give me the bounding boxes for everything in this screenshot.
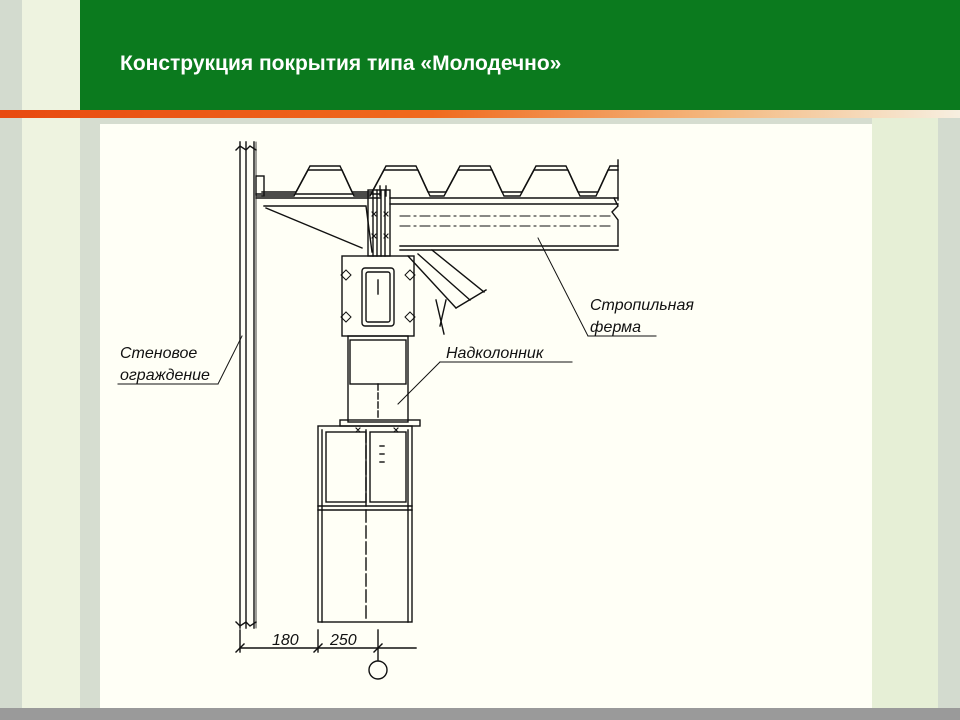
roof-structure-drawing: Стеновое ограждение Стропильная ферма На… [117, 141, 694, 680]
wall-label-line1: Стеновое [120, 345, 197, 362]
accent-bar [0, 110, 960, 118]
wall-label-line2: ограждение [120, 367, 210, 384]
left-pale-stripe [22, 0, 80, 720]
truss-label-line1: Стропильная [590, 297, 694, 314]
dimension-lines [235, 629, 417, 680]
column-head-label: Надколонник [446, 345, 545, 362]
truss-label-line2: ферма [590, 319, 641, 336]
wall-bracket [255, 175, 381, 253]
profiled-roof-deck [261, 159, 619, 201]
dimension-left: 180 [272, 632, 299, 649]
slide-title: Конструкция покрытия типа «Молодечно» [120, 52, 562, 75]
column-head [339, 255, 421, 427]
slide-header: Конструкция покрытия типа «Молодечно» [80, 0, 960, 110]
left-edge-stripe [0, 0, 22, 720]
content-area [100, 124, 872, 708]
right-pale-stripe [872, 0, 938, 720]
right-edge-stripe [938, 0, 960, 720]
bottom-bar [0, 708, 960, 720]
roof-truss [389, 197, 619, 335]
dimension-right: 250 [329, 632, 357, 649]
steel-column [317, 425, 413, 623]
leader-lines [117, 237, 657, 405]
wall-cladding [235, 141, 257, 629]
